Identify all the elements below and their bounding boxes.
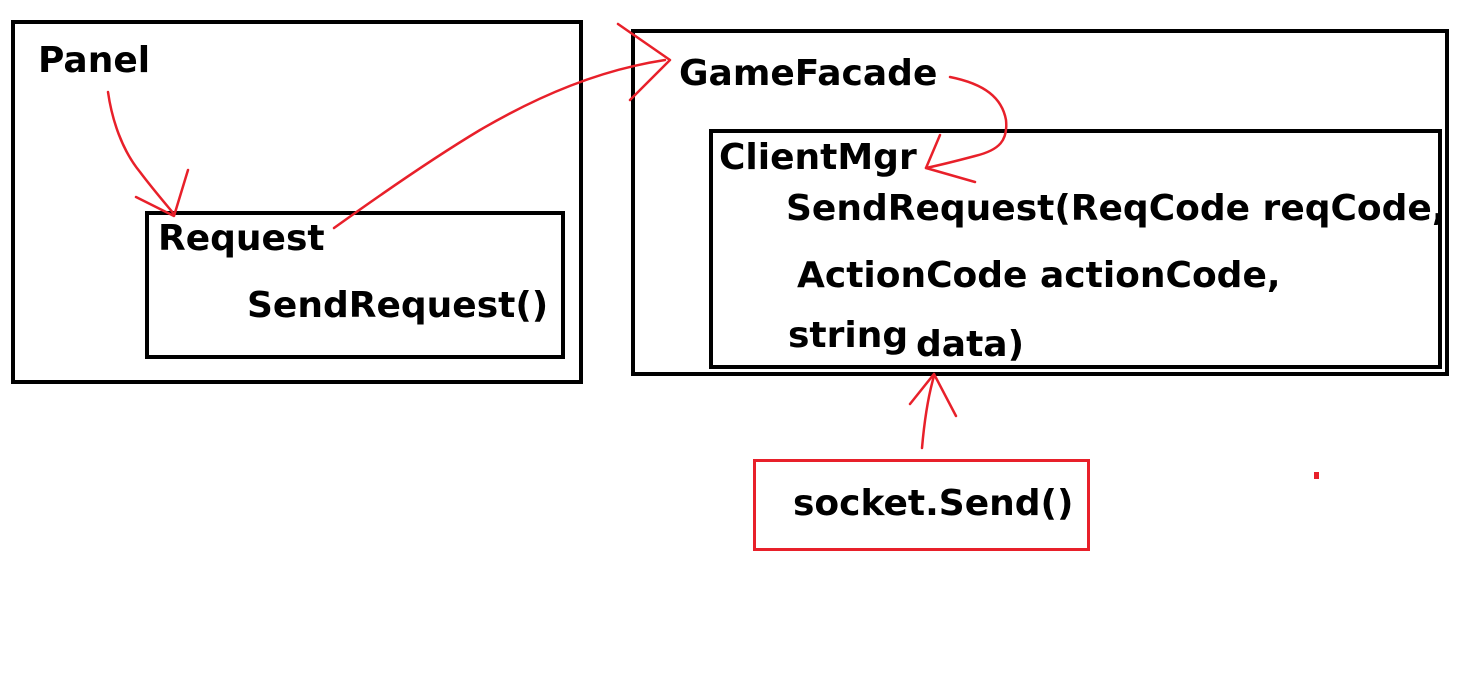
arrowhead-panel-to-request bbox=[134, 168, 190, 218]
client-mgr-signature-line2: ActionCode actionCode, bbox=[797, 255, 1281, 296]
client-mgr-label: ClientMgr bbox=[719, 137, 917, 178]
socket-send-box bbox=[753, 459, 1090, 551]
game-facade-label: GameFacade bbox=[679, 53, 938, 94]
arrow-panel-to-request bbox=[106, 90, 176, 216]
request-send-method: SendRequest() bbox=[247, 285, 549, 326]
arrow-request-to-facade bbox=[332, 58, 667, 230]
request-label: Request bbox=[158, 218, 325, 259]
client-mgr-signature-line3-param: data) bbox=[916, 324, 1025, 365]
arrow-socket-to-clientmgr bbox=[920, 374, 936, 450]
panel-box bbox=[11, 20, 583, 384]
client-mgr-signature-line1: SendRequest(ReqCode reqCode, bbox=[786, 188, 1446, 229]
arrowhead-socket-to-clientmgr bbox=[908, 372, 958, 418]
arrow-facade-to-clientmgr bbox=[924, 75, 1008, 170]
stray-red-mark bbox=[1314, 472, 1319, 479]
client-mgr-signature-line3-type: string bbox=[788, 315, 909, 356]
client-mgr-box bbox=[709, 129, 1442, 369]
arrowhead-facade-to-clientmgr bbox=[924, 133, 977, 184]
arrowhead-request-to-facade bbox=[616, 22, 672, 102]
game-facade-box bbox=[631, 29, 1449, 376]
socket-send-label: socket.Send() bbox=[793, 483, 1074, 524]
panel-label: Panel bbox=[38, 40, 151, 81]
